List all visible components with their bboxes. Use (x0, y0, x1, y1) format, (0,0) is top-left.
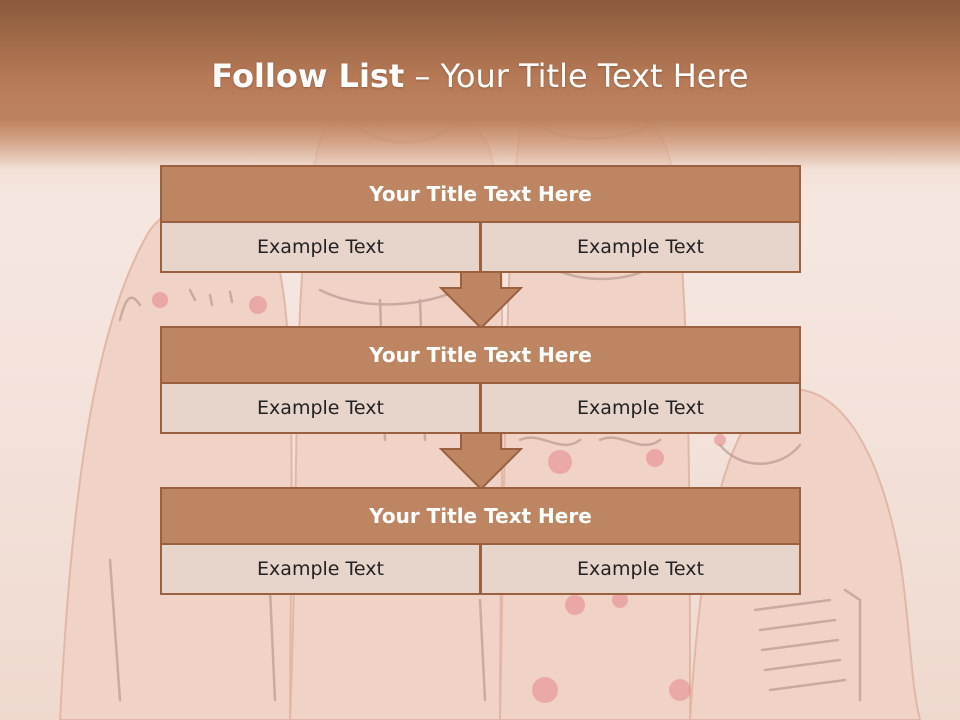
block-heading: Your Title Text Here (160, 165, 801, 223)
list-block: Your Title Text Here Example Text Exampl… (160, 326, 801, 434)
block-cell-left: Example Text (160, 545, 481, 595)
block-cell-right: Example Text (481, 223, 801, 273)
down-arrow-icon (439, 271, 523, 330)
down-arrow-icon (439, 432, 523, 491)
block-row: Example Text Example Text (160, 223, 801, 273)
title-rest: – Your Title Text Here (404, 57, 749, 95)
slide-title: Follow List – Your Title Text Here (0, 52, 960, 100)
block-heading: Your Title Text Here (160, 487, 801, 545)
block-cell-left: Example Text (160, 384, 481, 434)
block-row: Example Text Example Text (160, 384, 801, 434)
title-strong: Follow List (211, 57, 405, 95)
block-cell-right: Example Text (481, 545, 801, 595)
block-cell-left: Example Text (160, 223, 481, 273)
block-heading: Your Title Text Here (160, 326, 801, 384)
list-block: Your Title Text Here Example Text Exampl… (160, 165, 801, 273)
block-cell-right: Example Text (481, 384, 801, 434)
block-row: Example Text Example Text (160, 545, 801, 595)
list-block: Your Title Text Here Example Text Exampl… (160, 487, 801, 595)
